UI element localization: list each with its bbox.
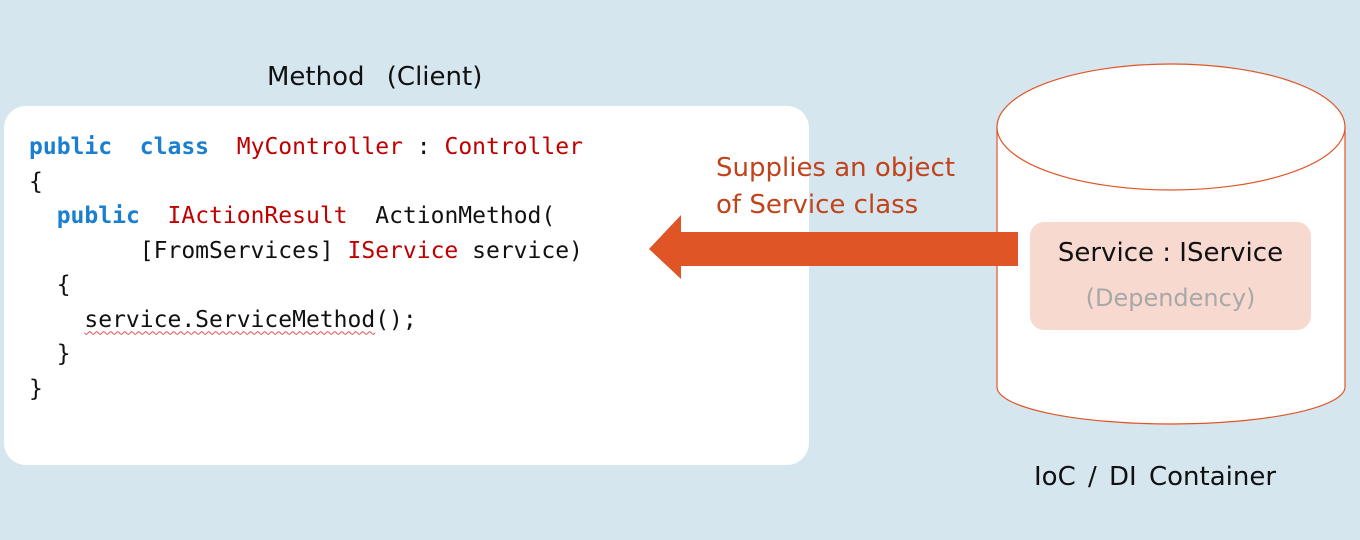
supply-label-line-1: Supplies an object bbox=[716, 153, 956, 183]
call-parentheses: (); bbox=[375, 306, 417, 333]
client-title: Method (Client) bbox=[267, 62, 483, 92]
code-line-5: { bbox=[29, 272, 71, 298]
service-role: (Dependency) bbox=[1085, 284, 1256, 312]
container-title: IoC / DI Container bbox=[1034, 462, 1277, 492]
code-line-6: service.ServiceMethod(); bbox=[29, 303, 583, 338]
supply-label-line-2: of Service class bbox=[716, 190, 919, 220]
code-line-8: } bbox=[29, 375, 43, 402]
keyword-public: public bbox=[29, 134, 113, 160]
code-line-4: [FromServices] IService service) bbox=[29, 234, 583, 269]
type-iactionresult: IActionResult bbox=[167, 203, 348, 229]
code-line-1: public class MyController : Controller bbox=[29, 130, 583, 165]
supply-arrow bbox=[649, 215, 1018, 279]
code-colon: : bbox=[402, 134, 445, 160]
service-parameter: service) bbox=[458, 237, 583, 264]
supply-label: Supplies an object of Service class bbox=[716, 150, 955, 224]
code-line-3: public IActionResult ActionMethod( bbox=[29, 199, 583, 234]
service-method-call: service.ServiceMethod bbox=[84, 306, 376, 333]
type-mycontroller: MyController bbox=[236, 134, 403, 160]
method-signature: ActionMethod( bbox=[375, 203, 556, 229]
code-block: public class MyController : Controller {… bbox=[29, 130, 583, 406]
keyword-public: public bbox=[56, 203, 140, 229]
code-line-7: } bbox=[29, 341, 71, 367]
type-controller: Controller bbox=[444, 134, 583, 160]
code-line-2: { bbox=[29, 168, 43, 195]
fromservices-attribute: [FromServices] bbox=[139, 237, 348, 264]
keyword-class: class bbox=[139, 134, 210, 160]
code-panel: public class MyController : Controller {… bbox=[4, 106, 809, 465]
service-name: Service : IService bbox=[1057, 238, 1284, 268]
service-box: Service : IService (Dependency) bbox=[1030, 222, 1311, 330]
type-iservice: IService bbox=[347, 237, 459, 264]
cylinder-top bbox=[996, 63, 1346, 191]
